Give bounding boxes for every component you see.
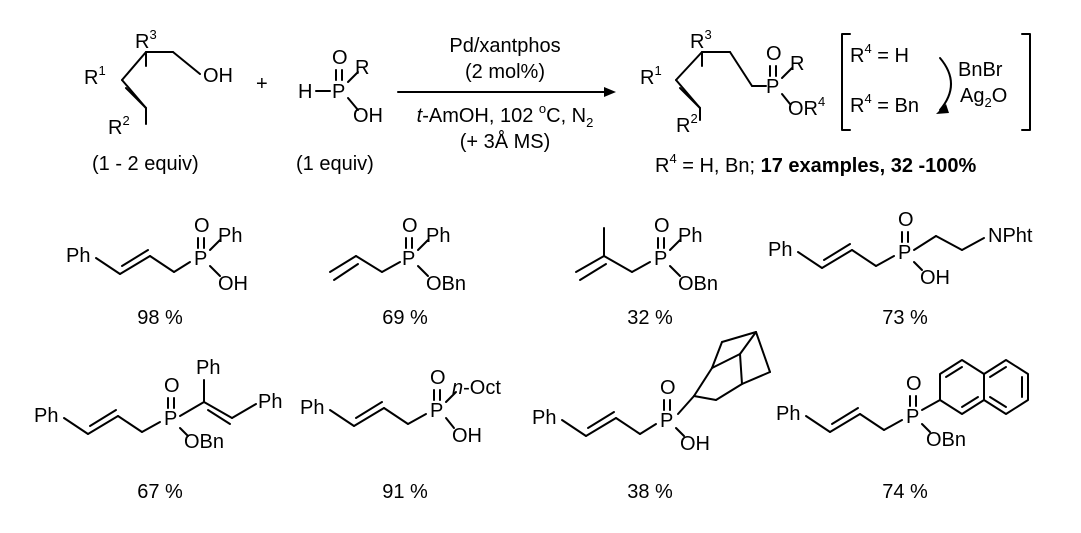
o-label: O (660, 377, 676, 399)
p-label: P (164, 408, 177, 430)
product-r3: R3 (690, 27, 712, 53)
yield-label: 91 % (382, 481, 428, 503)
o-label: O (654, 215, 670, 237)
reagent-bnbr: BnBr (958, 59, 1003, 81)
reactant2-equiv: (1 equiv) (296, 153, 374, 175)
ph-label: Ph (776, 403, 800, 425)
oh-label: OH (218, 273, 248, 295)
scope-summary: R4 = H, Bn; 17 examples, 32 -100% (655, 151, 977, 177)
o-label: O (332, 47, 348, 69)
product-allyl-phosphinate: R1 R2 R3 P O R OR4 (640, 27, 825, 137)
reaction-arrow (397, 87, 616, 97)
example-8: Ph P O OBn 74 % (776, 359, 1029, 503)
naphthyl-ring (939, 359, 1029, 415)
yield-label: 67 % (137, 481, 183, 503)
o-label: O (906, 373, 922, 395)
ph-end-label: Ph (258, 391, 282, 413)
p-label: P (194, 248, 207, 270)
ph-label: Ph (300, 397, 324, 419)
reagent-ag2o: Ag2O (960, 85, 1007, 110)
p-label: P (654, 248, 667, 270)
ph-label: Ph (34, 405, 58, 427)
r-label: R (355, 57, 369, 79)
o-label: O (430, 367, 446, 389)
r4-equals-h: R4 = H (850, 41, 909, 67)
oh-label: OH (203, 65, 233, 87)
p-label: P (402, 248, 415, 270)
oh-label: OH (680, 433, 710, 455)
product-or4: OR4 (788, 94, 825, 120)
reactant-h-phosphinic-acid: H P O R OH (1 equiv) (296, 47, 383, 175)
ph-substituent: Ph (426, 225, 450, 247)
oh-label: OH (452, 425, 482, 447)
solvent-conditions: t-AmOH, 102 oC, N2 (417, 101, 594, 130)
p-label: P (906, 406, 919, 428)
example-5: Ph P O Ph Ph OBn 67 % (34, 357, 282, 503)
bracket-benzylation: R4 = H R4 = Bn BnBr Ag2O (841, 33, 1031, 131)
example-2: P O Ph OBn 69 % (329, 215, 466, 329)
obn-label: OBn (926, 429, 966, 451)
npht-label: NPht (988, 225, 1033, 247)
product-r: R (790, 53, 804, 75)
o-label: O (194, 215, 210, 237)
yield-label: 38 % (627, 481, 673, 503)
product-o: O (766, 43, 782, 65)
r4-equals-bn: R4 = Bn (850, 91, 919, 117)
p-label: P (898, 242, 911, 264)
p-label: P (332, 81, 345, 103)
plus-sign: + (256, 73, 268, 95)
p-label: P (660, 410, 673, 432)
oh-label: OH (920, 267, 950, 289)
h-label: H (298, 81, 312, 103)
norbornyl-ring (677, 331, 771, 415)
yield-label: 69 % (382, 307, 428, 329)
yield-label: 74 % (882, 481, 928, 503)
yield-label: 32 % (627, 307, 673, 329)
obn-label: OBn (184, 431, 224, 453)
ph-top-label: Ph (196, 357, 220, 379)
ph-label: Ph (532, 407, 556, 429)
product-r1: R1 (640, 63, 662, 89)
yield-label: 98 % (137, 307, 183, 329)
obn-label: OBn (678, 273, 718, 295)
example-4: Ph P O NPht OH 73 % (768, 209, 1033, 329)
oh-label-2: OH (353, 105, 383, 127)
o-label: O (164, 375, 180, 397)
yield-label: 73 % (882, 307, 928, 329)
example-3: P O Ph OBn 32 % (575, 215, 718, 329)
r1-label: R1 (84, 63, 106, 89)
product-r2: R2 (676, 111, 698, 137)
example-1: Ph P O Ph OH 98 % (66, 215, 248, 329)
obn-label: OBn (426, 273, 466, 295)
catalyst-loading: (2 mol%) (465, 61, 545, 83)
ph-substituent: Ph (218, 225, 242, 247)
reactant-allylic-alcohol: R1 R2 R3 OH (1 - 2 equiv) (84, 27, 233, 175)
p-label: P (430, 400, 443, 422)
r3-label: R3 (135, 27, 157, 53)
r2-label: R2 (108, 113, 130, 139)
additive-text: (+ 3Å MS) (460, 130, 551, 153)
reactant1-equiv: (1 - 2 equiv) (92, 153, 199, 175)
ph-label: Ph (768, 239, 792, 261)
o-label: O (402, 215, 418, 237)
product-p: P (766, 76, 779, 98)
ph-substituent: Ph (678, 225, 702, 247)
ph-label: Ph (66, 245, 90, 267)
o-label: O (898, 209, 914, 231)
n-oct-label: n-Oct (452, 377, 501, 399)
example-6: Ph P O n-Oct OH 91 % (300, 367, 501, 503)
example-7: Ph P O OH 38 % (532, 331, 771, 503)
catalyst-text: Pd/xantphos (449, 35, 560, 57)
